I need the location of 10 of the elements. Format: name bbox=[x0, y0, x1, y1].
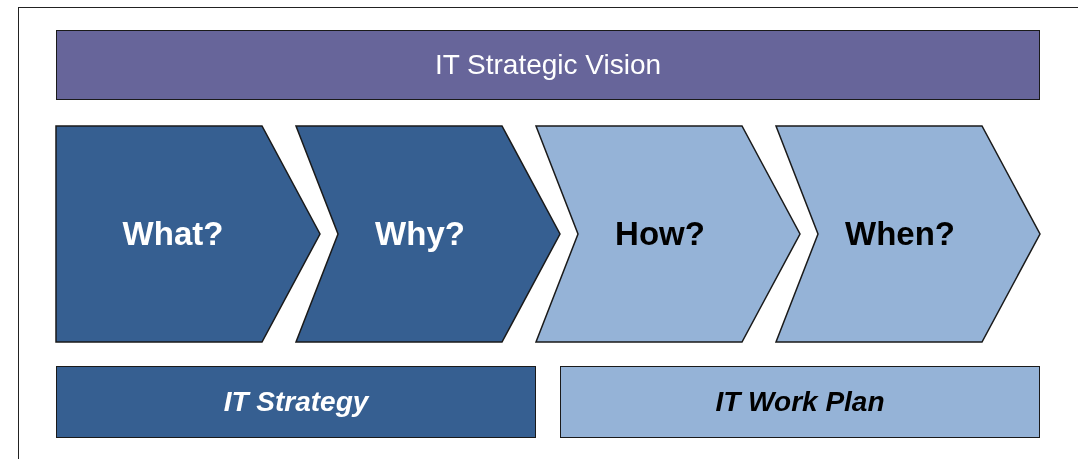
chevron-label: When? bbox=[845, 215, 955, 253]
chevron-label: Why? bbox=[375, 215, 465, 253]
phase-label: IT Strategy bbox=[223, 386, 369, 418]
chevron-label: How? bbox=[615, 215, 705, 253]
banner-title: IT Strategic Vision bbox=[434, 49, 662, 81]
phase-bar bbox=[56, 366, 536, 438]
chevron-label: What? bbox=[122, 215, 224, 253]
banner-bar bbox=[56, 30, 1040, 100]
phase-label: IT Work Plan bbox=[715, 386, 885, 418]
phase-bar bbox=[560, 366, 1040, 438]
